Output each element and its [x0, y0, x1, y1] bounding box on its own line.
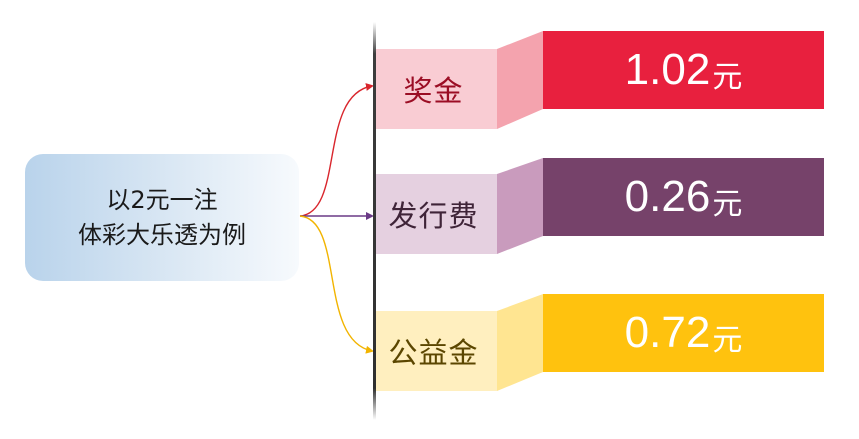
divider-line — [373, 22, 376, 420]
unit-prize: 元 — [712, 60, 743, 95]
value-welfare-fund: 0.72 — [624, 308, 711, 357]
value-box-prize: 1.02 元 — [543, 31, 824, 109]
label-box-welfare-fund: 公益金 — [376, 311, 497, 391]
label-welfare-fund: 公益金 — [388, 336, 479, 370]
source-box: 以2元一注 体彩大乐透为例 — [25, 154, 299, 281]
bridge-prize — [497, 31, 543, 129]
unit-issuance-fee: 元 — [712, 187, 743, 222]
source-line-2: 体彩大乐透为例 — [78, 220, 246, 249]
unit-welfare-fund: 元 — [712, 323, 743, 358]
value-box-issuance-fee: 0.26 元 — [543, 158, 824, 236]
value-issuance-fee: 0.26 — [624, 172, 711, 221]
arrow-to-welfare-fund — [299, 215, 374, 354]
arrow-to-prize — [299, 83, 374, 217]
label-issuance-fee: 发行费 — [388, 199, 479, 233]
value-prize: 1.02 — [624, 45, 711, 94]
bridge-welfare-fund — [497, 294, 543, 391]
label-box-issuance-fee: 发行费 — [376, 174, 497, 254]
value-box-welfare-fund: 0.72 元 — [543, 294, 824, 372]
source-line-1: 以2元一注 — [106, 185, 218, 214]
bridge-issuance-fee — [497, 158, 543, 254]
label-box-prize: 奖金 — [376, 49, 497, 129]
label-prize: 奖金 — [403, 74, 464, 108]
